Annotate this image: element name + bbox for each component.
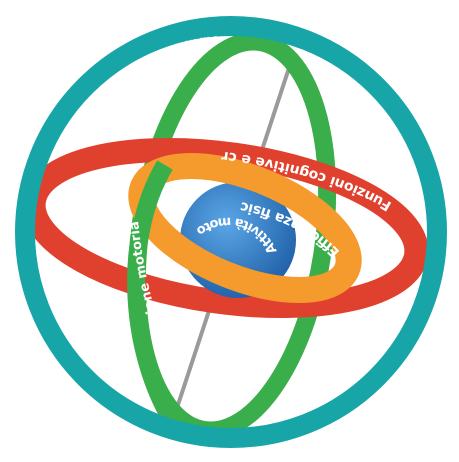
- life-skills-diagram: Abilità di vita Funzioni cognitive e cre…: [0, 0, 459, 462]
